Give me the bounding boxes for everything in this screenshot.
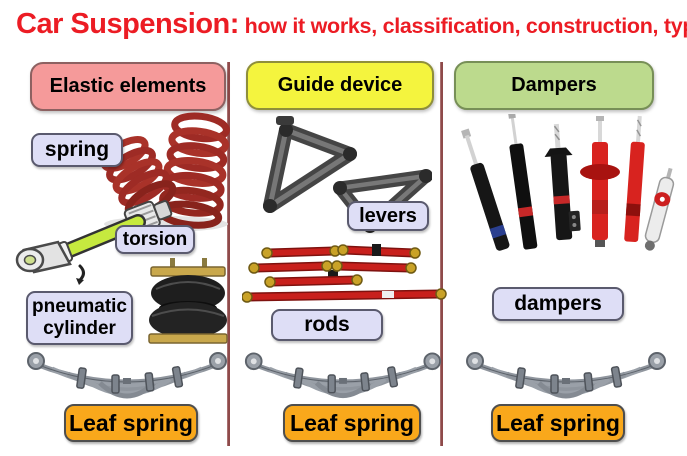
header-dampers: Dampers bbox=[454, 61, 654, 110]
label-dampers: dampers bbox=[492, 287, 624, 321]
air-bellows-image bbox=[148, 258, 228, 344]
leaf-spring-image-guide bbox=[240, 348, 446, 404]
page-title-suffix: how it works, classification, constructi… bbox=[238, 14, 687, 38]
label-leaf-spring-dampers: Leaf spring bbox=[491, 404, 625, 442]
label-spring: spring bbox=[31, 133, 123, 167]
label-rods: rods bbox=[271, 309, 383, 341]
leaf-spring-image-elastic bbox=[22, 348, 232, 404]
label-leaf-spring-guide: Leaf spring bbox=[283, 404, 421, 442]
label-pneumatic-cylinder: pneumatic cylinder bbox=[26, 291, 133, 345]
header-elastic-elements: Elastic elements bbox=[30, 62, 226, 111]
label-torsion: torsion bbox=[115, 225, 195, 254]
label-levers: levers bbox=[347, 201, 429, 231]
page-title-prefix: Car Suspension: bbox=[16, 8, 239, 40]
leaf-spring-image-dampers bbox=[458, 348, 674, 404]
shock-absorbers-image bbox=[461, 114, 675, 251]
column-divider-1 bbox=[227, 62, 230, 446]
rods-image bbox=[242, 244, 447, 303]
page-title: Car Suspension: how it works, classifica… bbox=[16, 8, 687, 41]
label-leaf-spring-elastic: Leaf spring bbox=[64, 404, 198, 442]
header-guide-device: Guide device bbox=[246, 61, 434, 110]
column-divider-2 bbox=[440, 62, 443, 446]
